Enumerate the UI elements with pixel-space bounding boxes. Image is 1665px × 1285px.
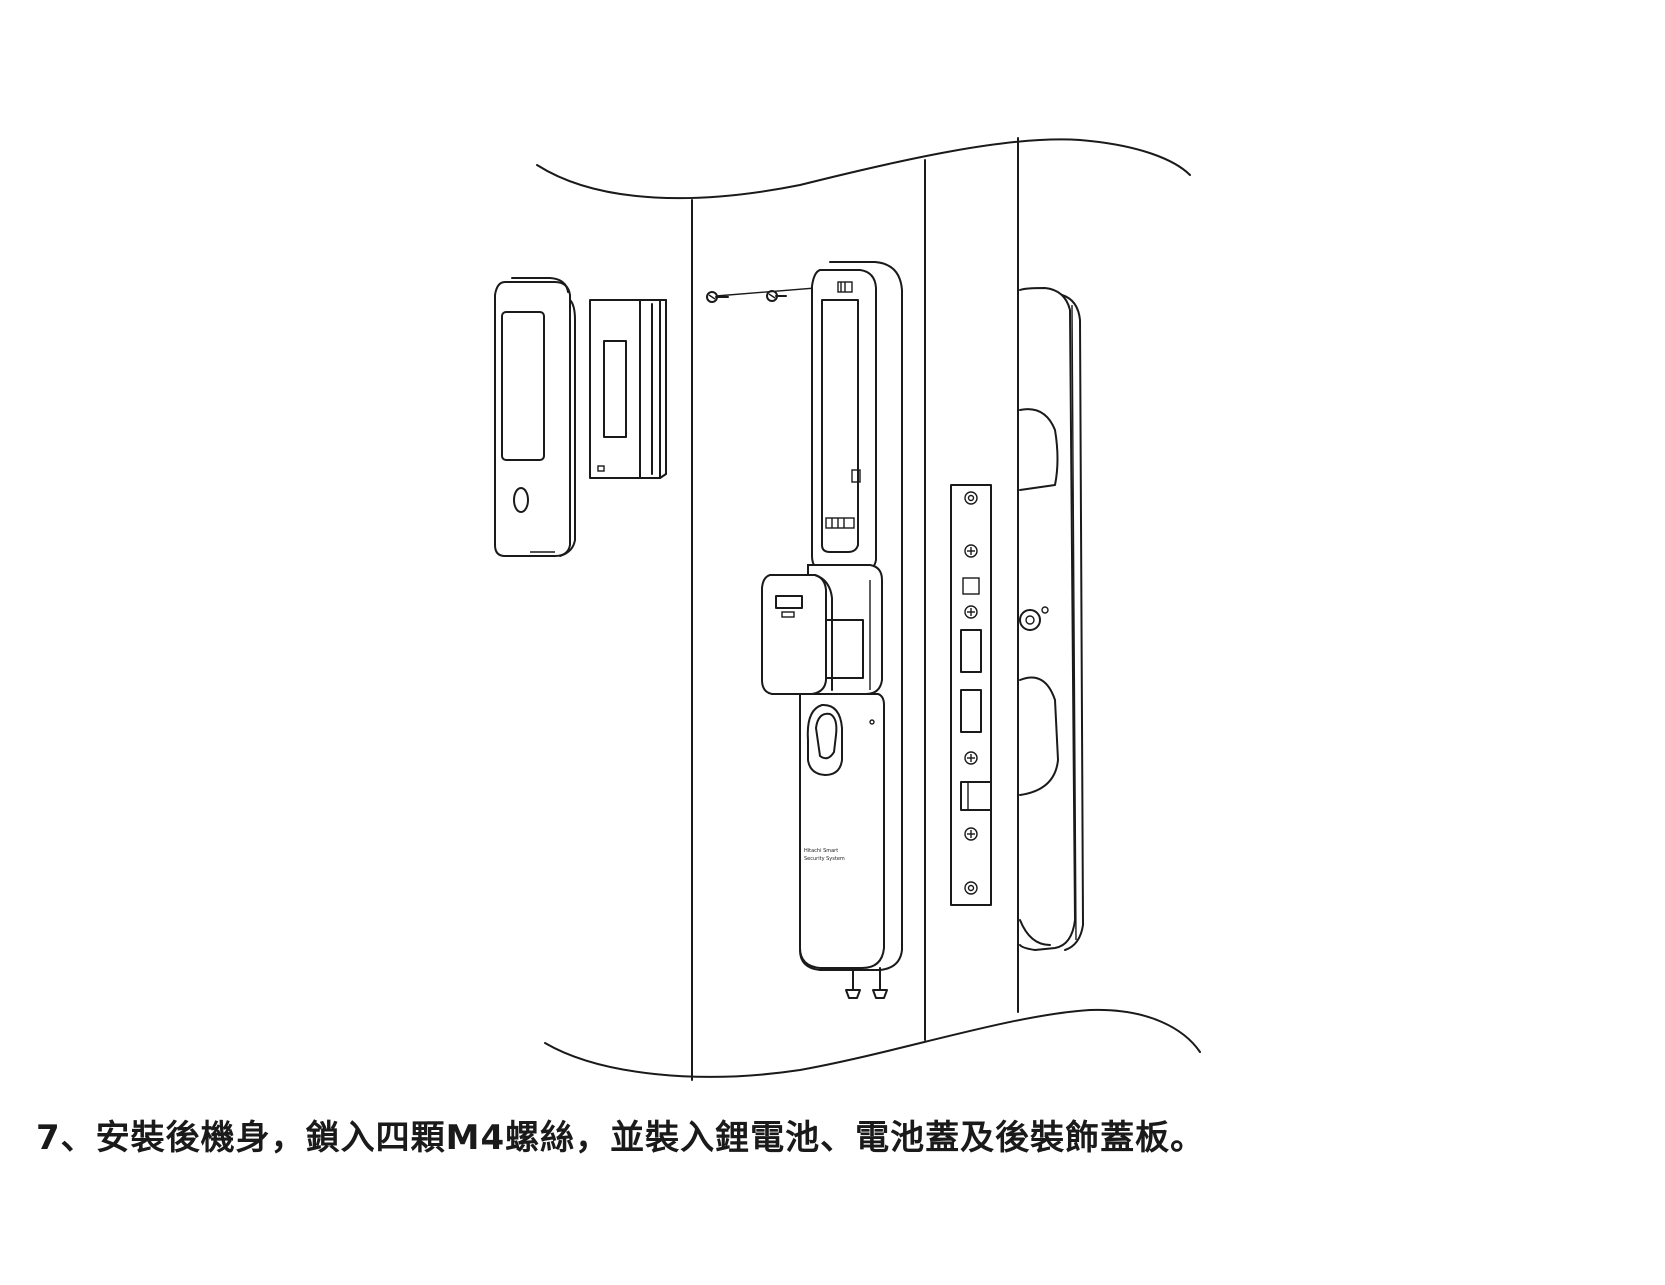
back-lock-body	[1019, 287, 1084, 951]
rear-cover-panel	[494, 277, 576, 557]
fingerprint-sensor-icon	[513, 487, 529, 513]
brand-line-1: Hitachi Smart	[804, 848, 838, 854]
screw-pair-bottom	[845, 967, 888, 999]
door-slab	[536, 137, 1201, 1081]
battery-pack	[589, 299, 667, 479]
screw-icon	[845, 967, 861, 999]
screw-icon	[706, 291, 729, 303]
front-lock-body: Hitachi Smart Security System	[761, 261, 903, 971]
screw-icon	[872, 967, 888, 999]
screw-icon	[766, 290, 787, 302]
mortise-faceplate	[950, 484, 992, 906]
brand-line-2: Security System	[804, 856, 845, 862]
instruction-caption: 7、安裝後機身，鎖入四顆M4螺絲，並裝入鋰電池、電池蓋及後裝飾蓋板。	[36, 1118, 1206, 1158]
